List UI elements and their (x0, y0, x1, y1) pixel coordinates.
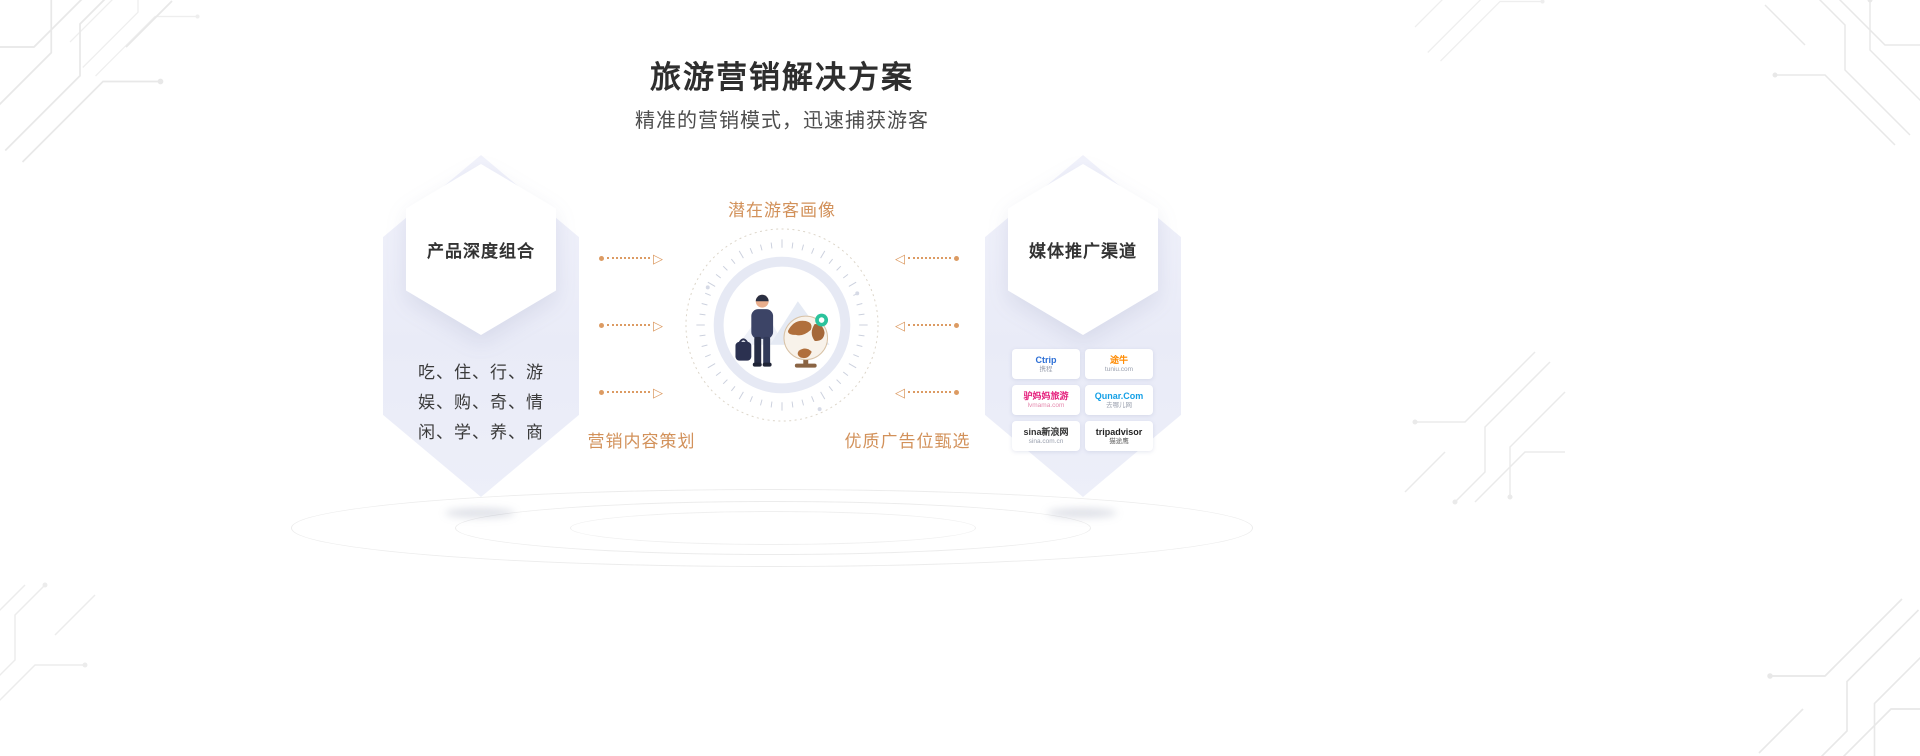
dotted-line (607, 257, 650, 259)
section-title: 旅游营销解决方案 (650, 60, 914, 95)
logo-subtext: lvmama.com (1027, 402, 1065, 409)
right-card-title: 媒体推广渠道 (1029, 242, 1137, 261)
dotted-line (908, 324, 951, 326)
ground-ellipse-middle (455, 501, 1091, 555)
logo-text: Ctrip (1035, 355, 1057, 365)
outer-dotted-ring (685, 228, 879, 422)
logo-subtext: 携程 (1039, 366, 1053, 373)
location-pin-icon (815, 313, 829, 327)
category-line: 吃、住、行、游 (418, 363, 544, 382)
line-start-dot (954, 255, 959, 261)
logo-text: tripadvisor (1095, 427, 1143, 437)
logo-qunar: Qunar.Com 去哪儿网 (1085, 385, 1153, 415)
product-combination-card: 产品深度组合 吃、住、行、游 娱、购、奇、情 闲、学、养、商 (383, 155, 579, 497)
logo-lvmama: 驴妈妈旅游 lvmama.com (1012, 385, 1080, 415)
arrow-right-icon: ▷ (653, 250, 663, 266)
flow-arrow-left-2: ▷ (599, 318, 663, 332)
line-start-dot (954, 322, 959, 328)
card-title-hexagon: 产品深度组合 (406, 164, 556, 335)
logo-subtext: sina.com.cn (1028, 438, 1064, 445)
dotted-line (607, 391, 650, 393)
logo-subtext: 猫途鹰 (1109, 438, 1129, 445)
line-start-dot (599, 255, 604, 261)
label-marketing-content-planning: 营销内容策划 (587, 432, 696, 451)
left-card-shadow (445, 508, 515, 518)
inner-circle (713, 256, 851, 394)
traveler-figure (735, 294, 774, 367)
globe (783, 315, 829, 368)
traveler-globe-illustration (685, 228, 879, 422)
label-premium-ad-selection: 优质广告位甄选 (844, 432, 971, 451)
logo-text: Qunar.Com (1094, 391, 1144, 401)
category-line: 闲、学、养、商 (418, 423, 544, 442)
arrow-right-icon: ▷ (653, 317, 663, 333)
left-card-title: 产品深度组合 (427, 242, 535, 261)
logo-tuniu: 途牛 tuniu.com (1085, 349, 1153, 379)
flow-arrow-left-3: ▷ (599, 385, 663, 399)
ground-ellipse-outer (291, 489, 1253, 567)
line-start-dot (599, 322, 604, 328)
media-logo-grid: Ctrip 携程 途牛 tuniu.com 驴妈妈旅游 lvmama.com Q… (1012, 349, 1154, 451)
flow-arrow-left-1: ▷ (599, 251, 663, 265)
flow-arrow-right-2: ◁ (895, 318, 959, 332)
category-line: 娱、购、奇、情 (418, 393, 544, 412)
logo-tripadvisor: tripadvisor 猫途鹰 (1085, 421, 1153, 451)
section-subtitle: 精准的营销模式，迅速捕获游客 (635, 110, 929, 132)
flow-arrow-right-3: ◁ (895, 385, 959, 399)
logo-ctrip: Ctrip 携程 (1012, 349, 1080, 379)
arrow-right-icon: ▷ (653, 384, 663, 400)
arrow-left-icon: ◁ (895, 250, 905, 266)
arrow-left-icon: ◁ (895, 384, 905, 400)
logo-text: 途牛 (1109, 355, 1128, 365)
flow-arrow-right-1: ◁ (895, 251, 959, 265)
logo-subtext: 去哪儿网 (1106, 402, 1132, 409)
line-start-dot (599, 389, 604, 395)
dotted-line (908, 257, 951, 259)
hexagon-white: 媒体推广渠道 (1008, 164, 1158, 335)
line-start-dot (954, 389, 959, 395)
logo-subtext: tuniu.com (1104, 366, 1134, 373)
hexagon-white: 产品深度组合 (406, 164, 556, 335)
media-channels-card: 媒体推广渠道 Ctrip 携程 途牛 tuniu.com 驴妈妈旅游 lvmam… (985, 155, 1181, 497)
arrow-left-icon: ◁ (895, 317, 905, 333)
logo-text: sina新浪网 (1023, 427, 1069, 437)
dial-tick-marks (696, 239, 868, 411)
logo-sina: sina新浪网 sina.com.cn (1012, 421, 1080, 451)
ground-ellipse-inner (570, 511, 976, 545)
label-potential-tourist-portrait: 潜在游客画像 (728, 201, 836, 220)
card-title-hexagon: 媒体推广渠道 (1008, 164, 1158, 335)
dotted-line (908, 391, 951, 393)
product-categories: 吃、住、行、游 娱、购、奇、情 闲、学、养、商 (383, 358, 579, 448)
logo-text: 驴妈妈旅游 (1023, 391, 1069, 401)
dotted-line (607, 324, 650, 326)
right-card-shadow (1047, 508, 1117, 518)
